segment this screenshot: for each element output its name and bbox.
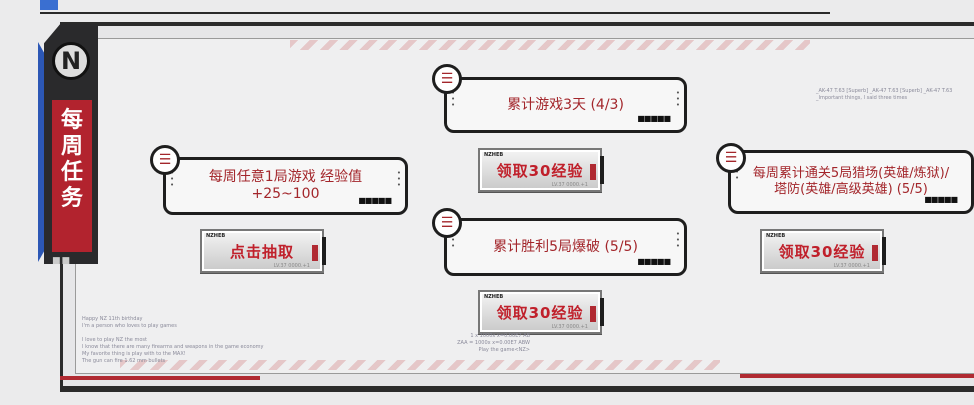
deco-text: Happy NZ 11th birthday I'm a person who …: [82, 316, 264, 364]
claim-exp-button[interactable]: NZHEB 领取30经验 LV.37 0000.+1: [478, 148, 604, 192]
hatch-deco: [120, 360, 720, 370]
checklist-icon: ☰: [432, 64, 462, 94]
task-text: 累计游戏3天 (4/3): [507, 96, 624, 113]
checklist-icon: ☰: [716, 143, 746, 173]
draw-button[interactable]: NZHEB 点击抽取 LV.37 0000.+1: [200, 229, 326, 273]
deco-text: _AK-47 T.63 [Superb] _AK-47 T.63 [Superb…: [816, 88, 953, 101]
task-card-1: ••• ••• 每周任意1局游戏 经验值+25~100 ■■■■■: [163, 157, 408, 215]
checklist-icon: ☰: [150, 145, 180, 175]
checklist-icon: ☰: [432, 208, 462, 238]
task-text: 累计胜利5局爆破 (5/5): [493, 238, 638, 255]
game-logo-icon: N: [52, 42, 90, 80]
claim-exp-button[interactable]: NZHEB 领取30经验 LV.37 0000.+1: [760, 229, 886, 273]
task-text: 每周任意1局游戏 经验值+25~100: [208, 169, 363, 202]
task-card-3: ••• ••• 累计胜利5局爆破 (5/5) ■■■■■: [444, 218, 687, 276]
weekly-task-tag: N 每 周 任 务 ■■: [38, 24, 100, 266]
task-text: 每周累计通关5局猎场(英雄/炼狱)/塔防(英雄/高级英雄) (5/5): [752, 166, 950, 197]
claim-exp-button[interactable]: NZHEB 领取30经验 LV.37 0000.+1: [478, 290, 604, 334]
panel-title: 每 周 任 务: [60, 108, 83, 211]
top-divider: [40, 0, 830, 14]
red-stripe: [740, 374, 974, 378]
deco-text: 1 x 1000x x=0.00E7 AB ZAA = 1000x x=0.00…: [457, 333, 530, 353]
task-card-4: ••• 每周累计通关5局猎场(英雄/炼狱)/塔防(英雄/高级英雄) (5/5) …: [728, 150, 974, 214]
red-stripe: [60, 376, 260, 380]
task-card-2: ••• ••• 累计游戏3天 (4/3) ■■■■■: [444, 77, 687, 133]
hatch-deco: [290, 40, 810, 50]
